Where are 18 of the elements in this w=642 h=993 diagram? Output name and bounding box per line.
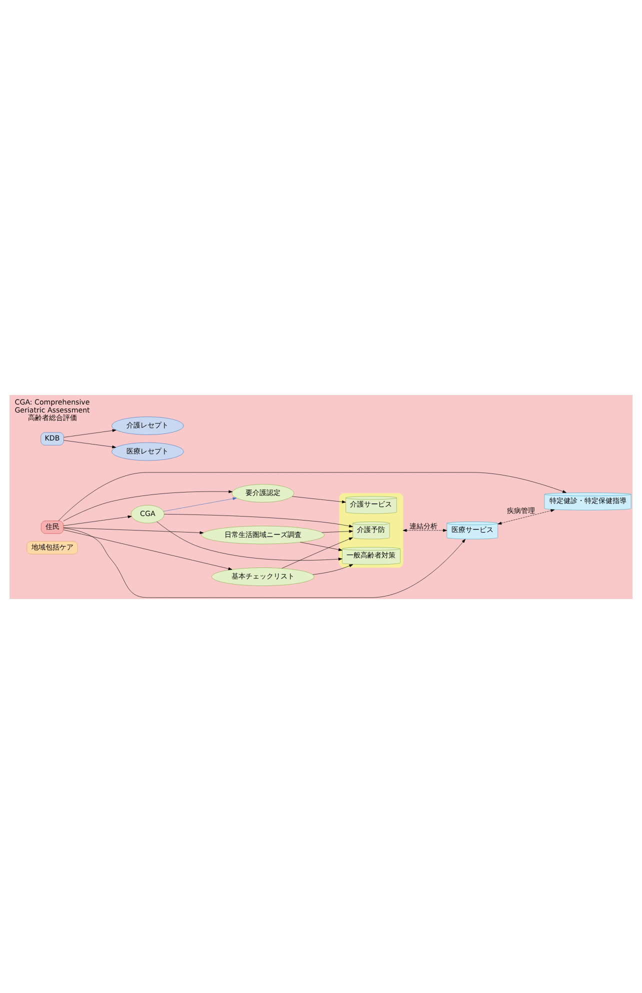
arrow bbox=[156, 520, 342, 560]
arrow bbox=[164, 514, 353, 527]
arrow bbox=[58, 472, 566, 521]
arrow bbox=[64, 428, 116, 437]
arrow bbox=[292, 496, 346, 503]
arrow bbox=[163, 496, 237, 512]
arrow bbox=[63, 490, 233, 521]
arrow bbox=[63, 526, 204, 534]
arrow bbox=[63, 529, 232, 570]
arrow bbox=[300, 541, 342, 551]
arrow bbox=[322, 529, 353, 532]
arrow bbox=[64, 440, 116, 448]
arrow bbox=[498, 508, 555, 524]
arrow bbox=[282, 536, 353, 568]
arrow bbox=[63, 527, 466, 598]
arrow bbox=[402, 528, 447, 532]
arrow bbox=[63, 514, 132, 526]
arrow bbox=[312, 564, 354, 574]
